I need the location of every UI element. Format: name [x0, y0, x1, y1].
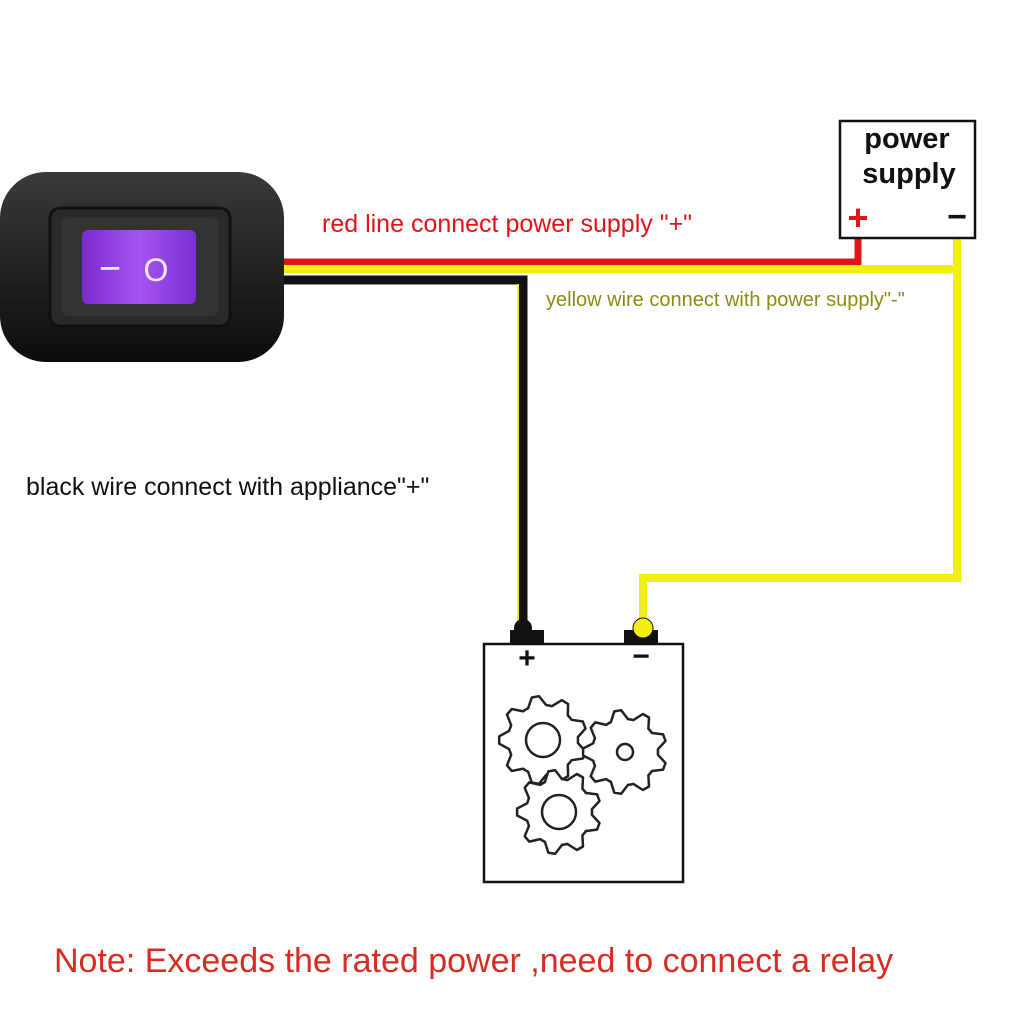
- gears-icon: [497, 694, 667, 856]
- black-wire-label: black wire connect with appliance"+": [26, 473, 429, 501]
- power-supply-label-line2: supply: [862, 158, 955, 190]
- power-supply-plus-terminal: +: [847, 197, 868, 238]
- appliance-plus-label: +: [518, 642, 536, 675]
- switch-on-symbol: O: [144, 252, 169, 288]
- red-wire-label: red line connect power supply "+": [322, 210, 692, 238]
- yellow-wire: [284, 265, 961, 626]
- appliance-minus-label: −: [632, 640, 650, 673]
- rocker-switch: − O: [0, 172, 284, 362]
- yellow-wire-label: yellow wire connect with power supply"-": [546, 289, 905, 311]
- gear-right-icon: [581, 708, 667, 796]
- power-supply-box: power supply + −: [838, 119, 977, 240]
- switch-rocker-lens: [82, 230, 196, 304]
- red-wire: [284, 236, 862, 266]
- note-text: Note: Exceeds the rated power ,need to c…: [54, 942, 893, 980]
- gear-large-icon: [497, 694, 587, 786]
- appliance: + −: [482, 617, 685, 884]
- power-supply-label-line1: power: [864, 123, 949, 155]
- switch-off-symbol: −: [99, 248, 121, 290]
- wires: [284, 236, 961, 626]
- gear-bottom-icon: [515, 768, 601, 856]
- black-wire: [284, 275, 528, 626]
- power-supply-minus-terminal: −: [947, 198, 967, 236]
